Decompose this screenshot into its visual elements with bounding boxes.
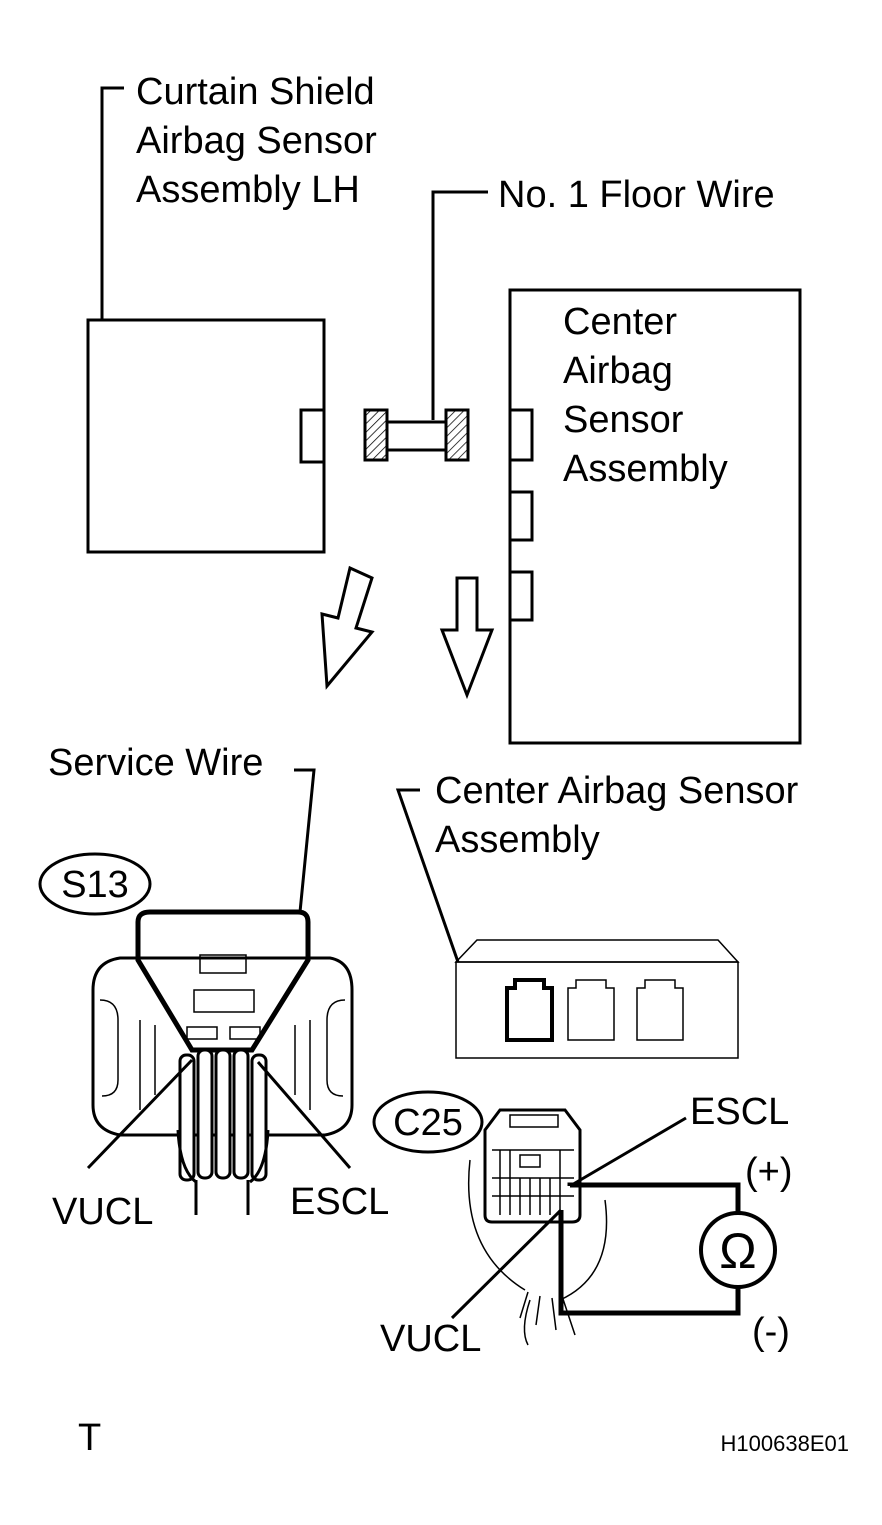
center-label-line1: Center: [563, 301, 677, 343]
center-label-line4: Assembly: [563, 448, 728, 490]
down-arrow-icon: [439, 576, 495, 700]
connector-s13-label: S13: [61, 864, 129, 906]
escl-left-label: ESCL: [290, 1181, 389, 1223]
vucl-left-label: VUCL: [52, 1191, 153, 1233]
connector-s13-badge: [38, 852, 152, 916]
figure-code: H100638E01: [721, 1431, 849, 1456]
footer-letter: T: [78, 1417, 101, 1459]
down-arrow-icon: [320, 565, 375, 690]
floor-wire-label: No. 1 Floor Wire: [498, 174, 775, 216]
ohmmeter-icon: [699, 1211, 777, 1289]
center-sensor-module: [454, 939, 740, 1059]
vucl-right-label: VUCL: [380, 1318, 481, 1360]
center-connector-3: [508, 570, 534, 622]
center-sensor-connector-c25: [467, 1108, 608, 1346]
center-bottom-label-line1: Center Airbag Sensor: [435, 770, 799, 812]
escl-right-leader-line: [569, 1116, 687, 1188]
minus-terminal-label: (-): [752, 1311, 790, 1353]
floor-wire-leader-line: [431, 190, 488, 420]
center-label-line2: Airbag: [563, 350, 673, 392]
curtain-label-line3: Assembly LH: [136, 169, 360, 211]
vucl-right-leader-line: [450, 1208, 563, 1320]
curtain-sensor-connector: [299, 408, 326, 464]
curtain-label-line1: Curtain Shield: [136, 71, 375, 113]
escl-left-leader-line: [256, 1061, 352, 1169]
curtain-label-line2: Airbag Sensor: [136, 120, 377, 162]
center-bottom-leader-line: [395, 788, 460, 963]
curtain-leader-line: [100, 86, 124, 320]
center-bottom-label-line2: Assembly: [435, 819, 600, 861]
center-connector-2: [508, 490, 534, 542]
connector-c25-badge: [372, 1090, 484, 1154]
service-wire-leader-line: [294, 768, 316, 913]
curtain-sensor-box: [86, 318, 326, 554]
ohmmeter-negative-lead: [558, 1210, 741, 1316]
ohmmeter-positive-lead: [567, 1182, 741, 1217]
floor-wire-connector: [363, 408, 470, 462]
center-label-line3: Sensor: [563, 399, 684, 441]
connector-c25-label: C25: [393, 1102, 463, 1144]
plus-terminal-label: (+): [745, 1151, 793, 1193]
ohm-symbol: Ω: [719, 1223, 756, 1279]
service-wire-label: Service Wire: [48, 742, 263, 784]
escl-right-label: ESCL: [690, 1091, 789, 1133]
vucl-left-leader-line: [86, 1058, 194, 1170]
center-connector-1: [508, 408, 534, 462]
service-wire-connector: [91, 909, 354, 1215]
